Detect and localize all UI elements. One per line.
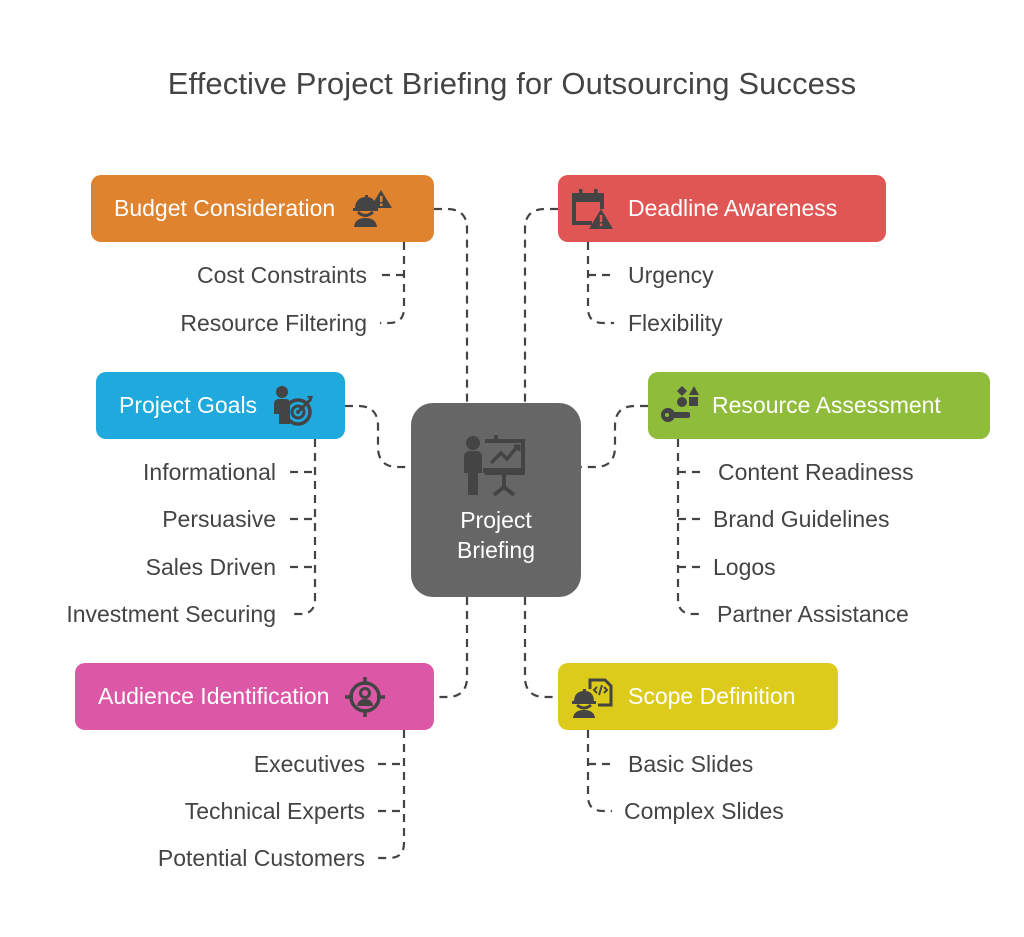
item-informational: Informational bbox=[143, 459, 276, 485]
connector-deadline-items bbox=[586, 242, 614, 325]
branch-label: Deadline Awareness bbox=[628, 195, 838, 221]
connector-goals-items bbox=[290, 439, 317, 616]
worker-code-icon bbox=[570, 675, 614, 719]
connector-center-audience bbox=[434, 597, 469, 699]
item-sales-driven: Sales Driven bbox=[145, 554, 276, 580]
item-resource-filtering: Resource Filtering bbox=[180, 310, 367, 336]
item-complex-slides: Complex Slides bbox=[624, 798, 784, 824]
connector-center-budget bbox=[434, 207, 469, 403]
branch-label: Audience Identification bbox=[98, 683, 330, 709]
branch-label: Scope Definition bbox=[628, 683, 796, 709]
branch-deadline-awareness[interactable]: Deadline Awareness bbox=[558, 175, 886, 242]
worker-warning-icon bbox=[349, 187, 393, 231]
central-node-label-line2: Briefing bbox=[457, 537, 535, 563]
branch-label: Budget Consideration bbox=[114, 195, 336, 221]
branch-label: Project Goals bbox=[119, 392, 258, 418]
item-investment-securing: Investment Securing bbox=[66, 601, 276, 627]
connector-audience-items bbox=[378, 730, 406, 860]
item-potential-customers: Potential Customers bbox=[157, 845, 365, 871]
item-technical-experts: Technical Experts bbox=[184, 798, 365, 824]
connector-resource-items bbox=[676, 439, 704, 616]
branch-budget-consideration[interactable]: Budget Consideration bbox=[91, 175, 434, 242]
item-logos: Logos bbox=[713, 554, 776, 580]
connector-center-goals bbox=[345, 404, 411, 469]
item-brand-guidelines: Brand Guidelines bbox=[713, 506, 890, 532]
connector-center-deadline bbox=[523, 207, 558, 403]
connector-center-scope bbox=[523, 597, 558, 699]
item-cost-constraints: Cost Constraints bbox=[196, 262, 367, 288]
branch-resource-assessment[interactable]: Resource Assessment bbox=[648, 372, 990, 439]
shapes-key-icon bbox=[658, 384, 702, 428]
item-flexibility: Flexibility bbox=[628, 310, 723, 336]
connector-budget-items bbox=[380, 242, 406, 325]
branch-label: Resource Assessment bbox=[712, 392, 941, 418]
item-content-readiness: Content Readiness bbox=[718, 459, 914, 485]
person-target-icon bbox=[271, 384, 315, 428]
calendar-warning-icon bbox=[570, 187, 614, 231]
connector-center-resource bbox=[581, 404, 648, 469]
branch-audience-identification[interactable]: Audience Identification bbox=[75, 663, 434, 730]
item-executives: Executives bbox=[253, 751, 365, 777]
item-urgency: Urgency bbox=[628, 262, 714, 288]
connector-scope-items bbox=[586, 730, 612, 813]
item-persuasive: Persuasive bbox=[162, 506, 276, 532]
diagram-title: Effective Project Briefing for Outsourci… bbox=[167, 66, 857, 101]
item-partner-assistance: Partner Assistance bbox=[717, 601, 909, 627]
crosshair-person-icon bbox=[343, 675, 387, 719]
presentation-icon bbox=[461, 433, 531, 499]
central-node-project-briefing[interactable]: Project Briefing bbox=[411, 403, 581, 597]
item-basic-slides: Basic Slides bbox=[628, 751, 754, 777]
central-node-label-line1: Project bbox=[460, 507, 532, 533]
branch-scope-definition[interactable]: Scope Definition bbox=[558, 663, 838, 730]
branch-project-goals[interactable]: Project Goals bbox=[96, 372, 345, 439]
